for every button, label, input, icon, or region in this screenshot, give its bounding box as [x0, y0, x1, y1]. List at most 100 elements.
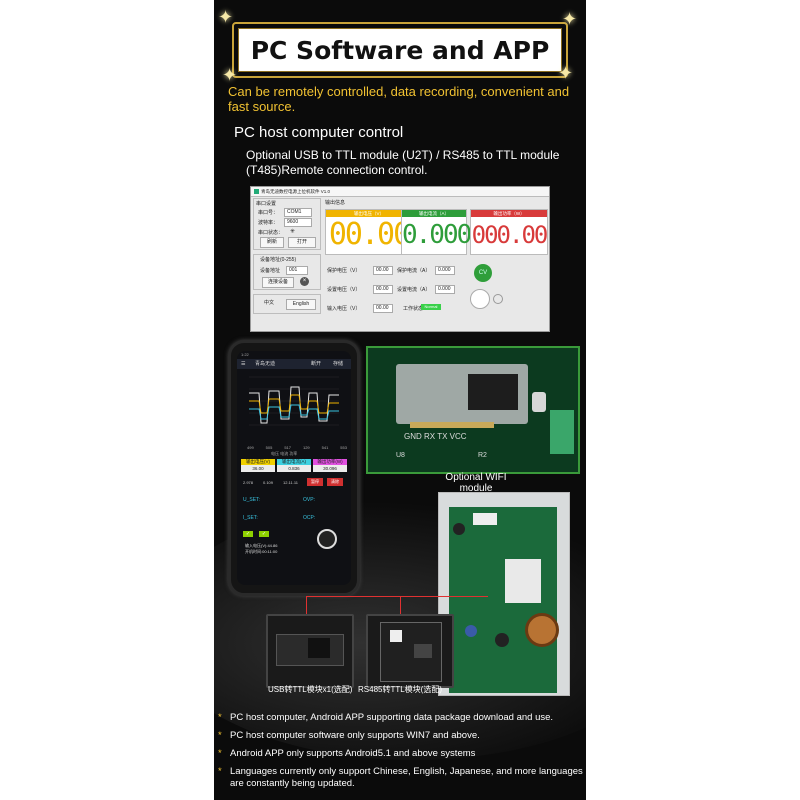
input-voltage-label: 输入电压（V） [327, 306, 361, 312]
ocp-input[interactable]: 0.000 [435, 266, 455, 275]
chart-legend-label: 电压 电流 功率 [271, 451, 298, 456]
silk-u8: U8 [396, 452, 405, 459]
input-voltage-value: 00.00 [373, 304, 393, 313]
output-current-value: 0.836 [277, 465, 311, 472]
feature-note-text: Android APP only supports Android5.1 and… [230, 748, 476, 759]
output-power-value: 30.096 [313, 465, 347, 472]
save-button[interactable]: 存储 [333, 361, 344, 367]
phone-status-bar: 1:22 [241, 352, 249, 357]
rs485-terminal [390, 630, 402, 642]
stat-value: 12.11.11 [283, 480, 298, 485]
ovp-input[interactable]: 00.00 [373, 266, 393, 275]
feature-note-text: Languages currently only support Chinese… [230, 766, 583, 789]
terminal-block [550, 410, 574, 454]
silk-r2: R2 [478, 452, 487, 459]
address-label: 设备地址 [260, 268, 281, 274]
cv-mode-indicator: CV [474, 264, 492, 282]
output-status-dot [493, 294, 503, 304]
x-tick: 541 [321, 445, 329, 450]
status-indicator-icon: ✳ [290, 229, 296, 235]
check-icon[interactable]: ✓ [259, 531, 269, 537]
ocp-label: 保护电流（A） [397, 268, 431, 274]
language-group: 中文 English [253, 294, 321, 314]
voltage-meter-label: 输出电压（V） [326, 210, 412, 217]
page-title: PC Software and APP [250, 35, 550, 65]
rs485-module-label: RS485转TTL模块(选配) [358, 685, 443, 694]
address-input[interactable]: 001 [286, 266, 308, 275]
set-current-label: 设置电流（A） [397, 287, 431, 293]
language-chinese-button[interactable]: 中文 [263, 300, 274, 306]
output-current-label: 输出电流(A) [277, 459, 311, 465]
x-tick: 553 [340, 445, 347, 450]
output-group-label: 输出信息 [325, 200, 346, 206]
set-voltage-label: 设置电压（V） [327, 287, 361, 293]
current-meter-label: 输出电流（A） [402, 210, 466, 217]
capacitor [495, 633, 509, 647]
refresh-button[interactable]: 刷新 [260, 237, 284, 248]
run-time-readout: 开机时间:00:11:00 [245, 549, 278, 554]
pin-silkscreen: GND RX TX VCC [404, 432, 467, 441]
inductor-coil [525, 613, 559, 647]
pointer-line [306, 596, 307, 614]
check-icon[interactable]: ✓ [243, 531, 253, 537]
rs485-chip [414, 644, 432, 658]
asterisk-icon: * [218, 730, 222, 741]
phone-screen: 1:22 ☰ 青岛无迪 断开 存储 499 505 517 [237, 351, 351, 585]
work-status-label: 工作状态 [403, 306, 424, 312]
current-meter: 输出电流（A） 0.000 [401, 209, 472, 255]
x-tick: 505 [265, 445, 273, 450]
language-english-button[interactable]: English [286, 299, 316, 310]
banner-frame [232, 22, 568, 78]
serial-settings-group: 串口设置 串口号： COM1 波特率： 9600 串口状态： ✳ 刷新 打开 [253, 198, 321, 250]
stat-value: 2.978 [243, 480, 254, 485]
work-status-badge: Normal [421, 304, 441, 310]
baud-select[interactable]: 9600 [284, 218, 312, 227]
pointer-line [306, 596, 488, 597]
connect-device-button[interactable]: 连接设备 [262, 277, 294, 288]
disconnect-button[interactable]: 断开 [311, 361, 322, 367]
port-select[interactable]: COM1 [284, 208, 312, 217]
sparkle-icon: ✦ [218, 7, 234, 27]
output-current-cell: 输出电流(A) 0.836 [277, 459, 311, 473]
clear-button[interactable]: 清除 [327, 478, 343, 486]
i-set-label: I_SET: [243, 515, 258, 521]
stats-row: 2.978 0.109 12.11.11 暂停 清除 [241, 478, 347, 488]
tagline: Can be remotely controlled, data recordi… [228, 84, 570, 114]
ovp-label: OVP: [303, 497, 315, 503]
power-toggle-button[interactable] [317, 529, 337, 549]
pointer-line [400, 596, 401, 614]
close-icon[interactable]: × [300, 277, 309, 286]
chart-x-ticks: 499 505 517 129 541 553 [247, 445, 347, 450]
rs485-module-photo [366, 614, 454, 688]
window-title: 青岛无迪数控电源上位机软件 V1.0 [251, 187, 549, 197]
ocp-label: OCP: [303, 515, 316, 521]
feature-note-text: PC host computer software only supports … [230, 730, 480, 741]
stat-value: 0.109 [263, 480, 274, 485]
x-tick: 517 [284, 445, 291, 450]
u-set-label: U_SET: [243, 497, 260, 503]
pin-header [410, 422, 494, 428]
pause-button[interactable]: 暂停 [307, 478, 323, 486]
power-meter-value: 000.00 [471, 221, 549, 249]
set-current-input[interactable]: 0.000 [435, 285, 455, 294]
feature-notes: *PC host computer, Android APP supportin… [218, 712, 584, 796]
android-phone: 1:22 ☰ 青岛无迪 断开 存储 499 505 517 [228, 340, 360, 596]
sparkle-icon: ✦ [558, 63, 574, 83]
output-toggle-button[interactable] [470, 289, 490, 309]
usb-ttl-module-label: USB转TTL模块x1(选配) [268, 685, 353, 694]
set-voltage-input[interactable]: 00.00 [373, 285, 393, 294]
usb-chip [308, 638, 330, 658]
pc-software-window: 青岛无迪数控电源上位机软件 V1.0 串口设置 串口号： COM1 波特率： 9… [250, 186, 550, 332]
power-supply-photo [438, 492, 570, 696]
menu-icon[interactable]: ☰ [241, 361, 246, 367]
ovp-label: 保护电压（V） [327, 268, 361, 274]
feature-note: * Android APP only supports Android5.1 an… [218, 748, 584, 760]
waveform-chart [249, 376, 339, 426]
wifi-chip [468, 374, 518, 410]
open-port-button[interactable]: 打开 [288, 237, 316, 248]
asterisk-icon: * [218, 748, 222, 759]
current-meter-value: 0.000 [402, 220, 472, 250]
heatsink [505, 559, 541, 603]
product-panel: PC Software and APP ✦ ✦ ✦ ✦ Can be remot… [214, 0, 586, 800]
output-power-label: 输出功率(W) [313, 459, 347, 465]
